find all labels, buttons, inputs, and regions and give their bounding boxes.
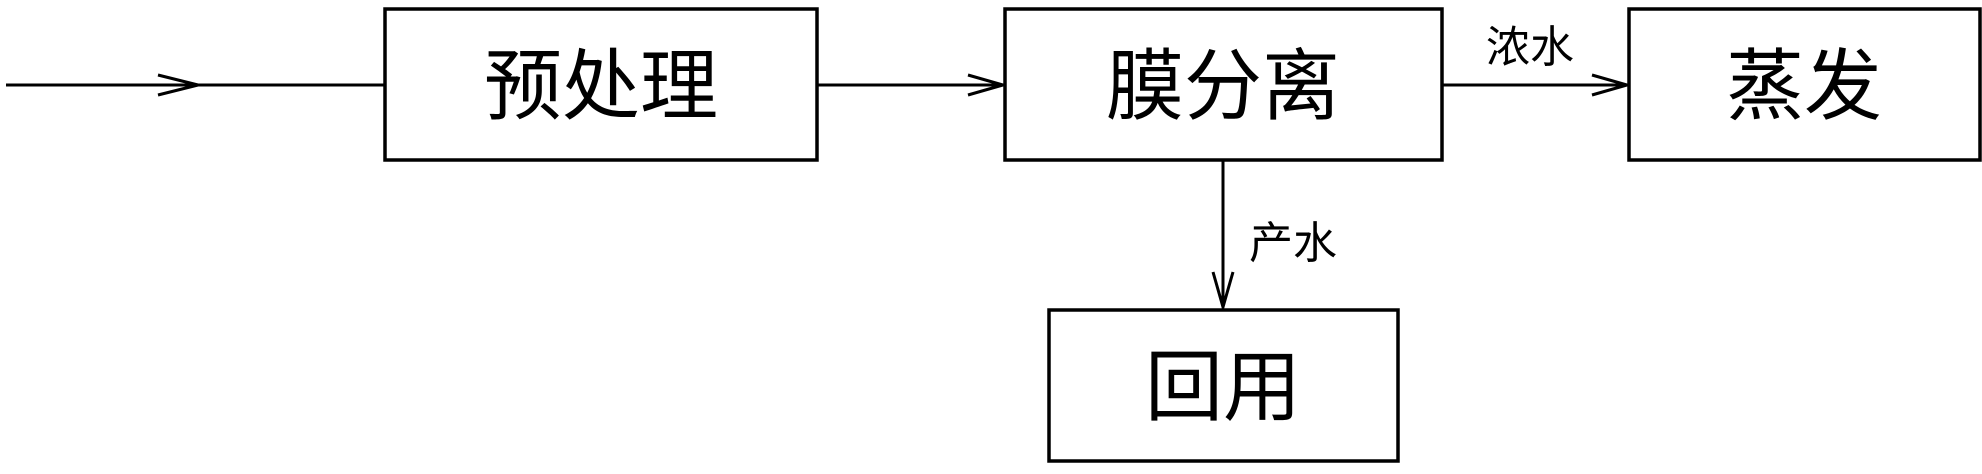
product-water-arrow: 产水 [1211,160,1337,313]
reuse-label: 回用 [1145,343,1301,433]
pretreatment-node: 预处理 [383,7,819,162]
reuse-node: 回用 [1047,308,1400,463]
pretreatment-label: 预处理 [484,42,718,132]
input-arrow [6,73,385,97]
evaporation-label: 蒸发 [1726,42,1882,132]
concentrate-label: 浓水 [1486,22,1574,73]
pretreatment-to-membrane-arrow [817,73,1009,97]
product-water-label: 产水 [1249,218,1337,269]
evaporation-node: 蒸发 [1627,7,1982,162]
membrane-separation-label: 膜分离 [1106,42,1340,132]
concentrate-arrow: 浓水 [1442,22,1633,97]
membrane-separation-node: 膜分离 [1003,7,1444,162]
